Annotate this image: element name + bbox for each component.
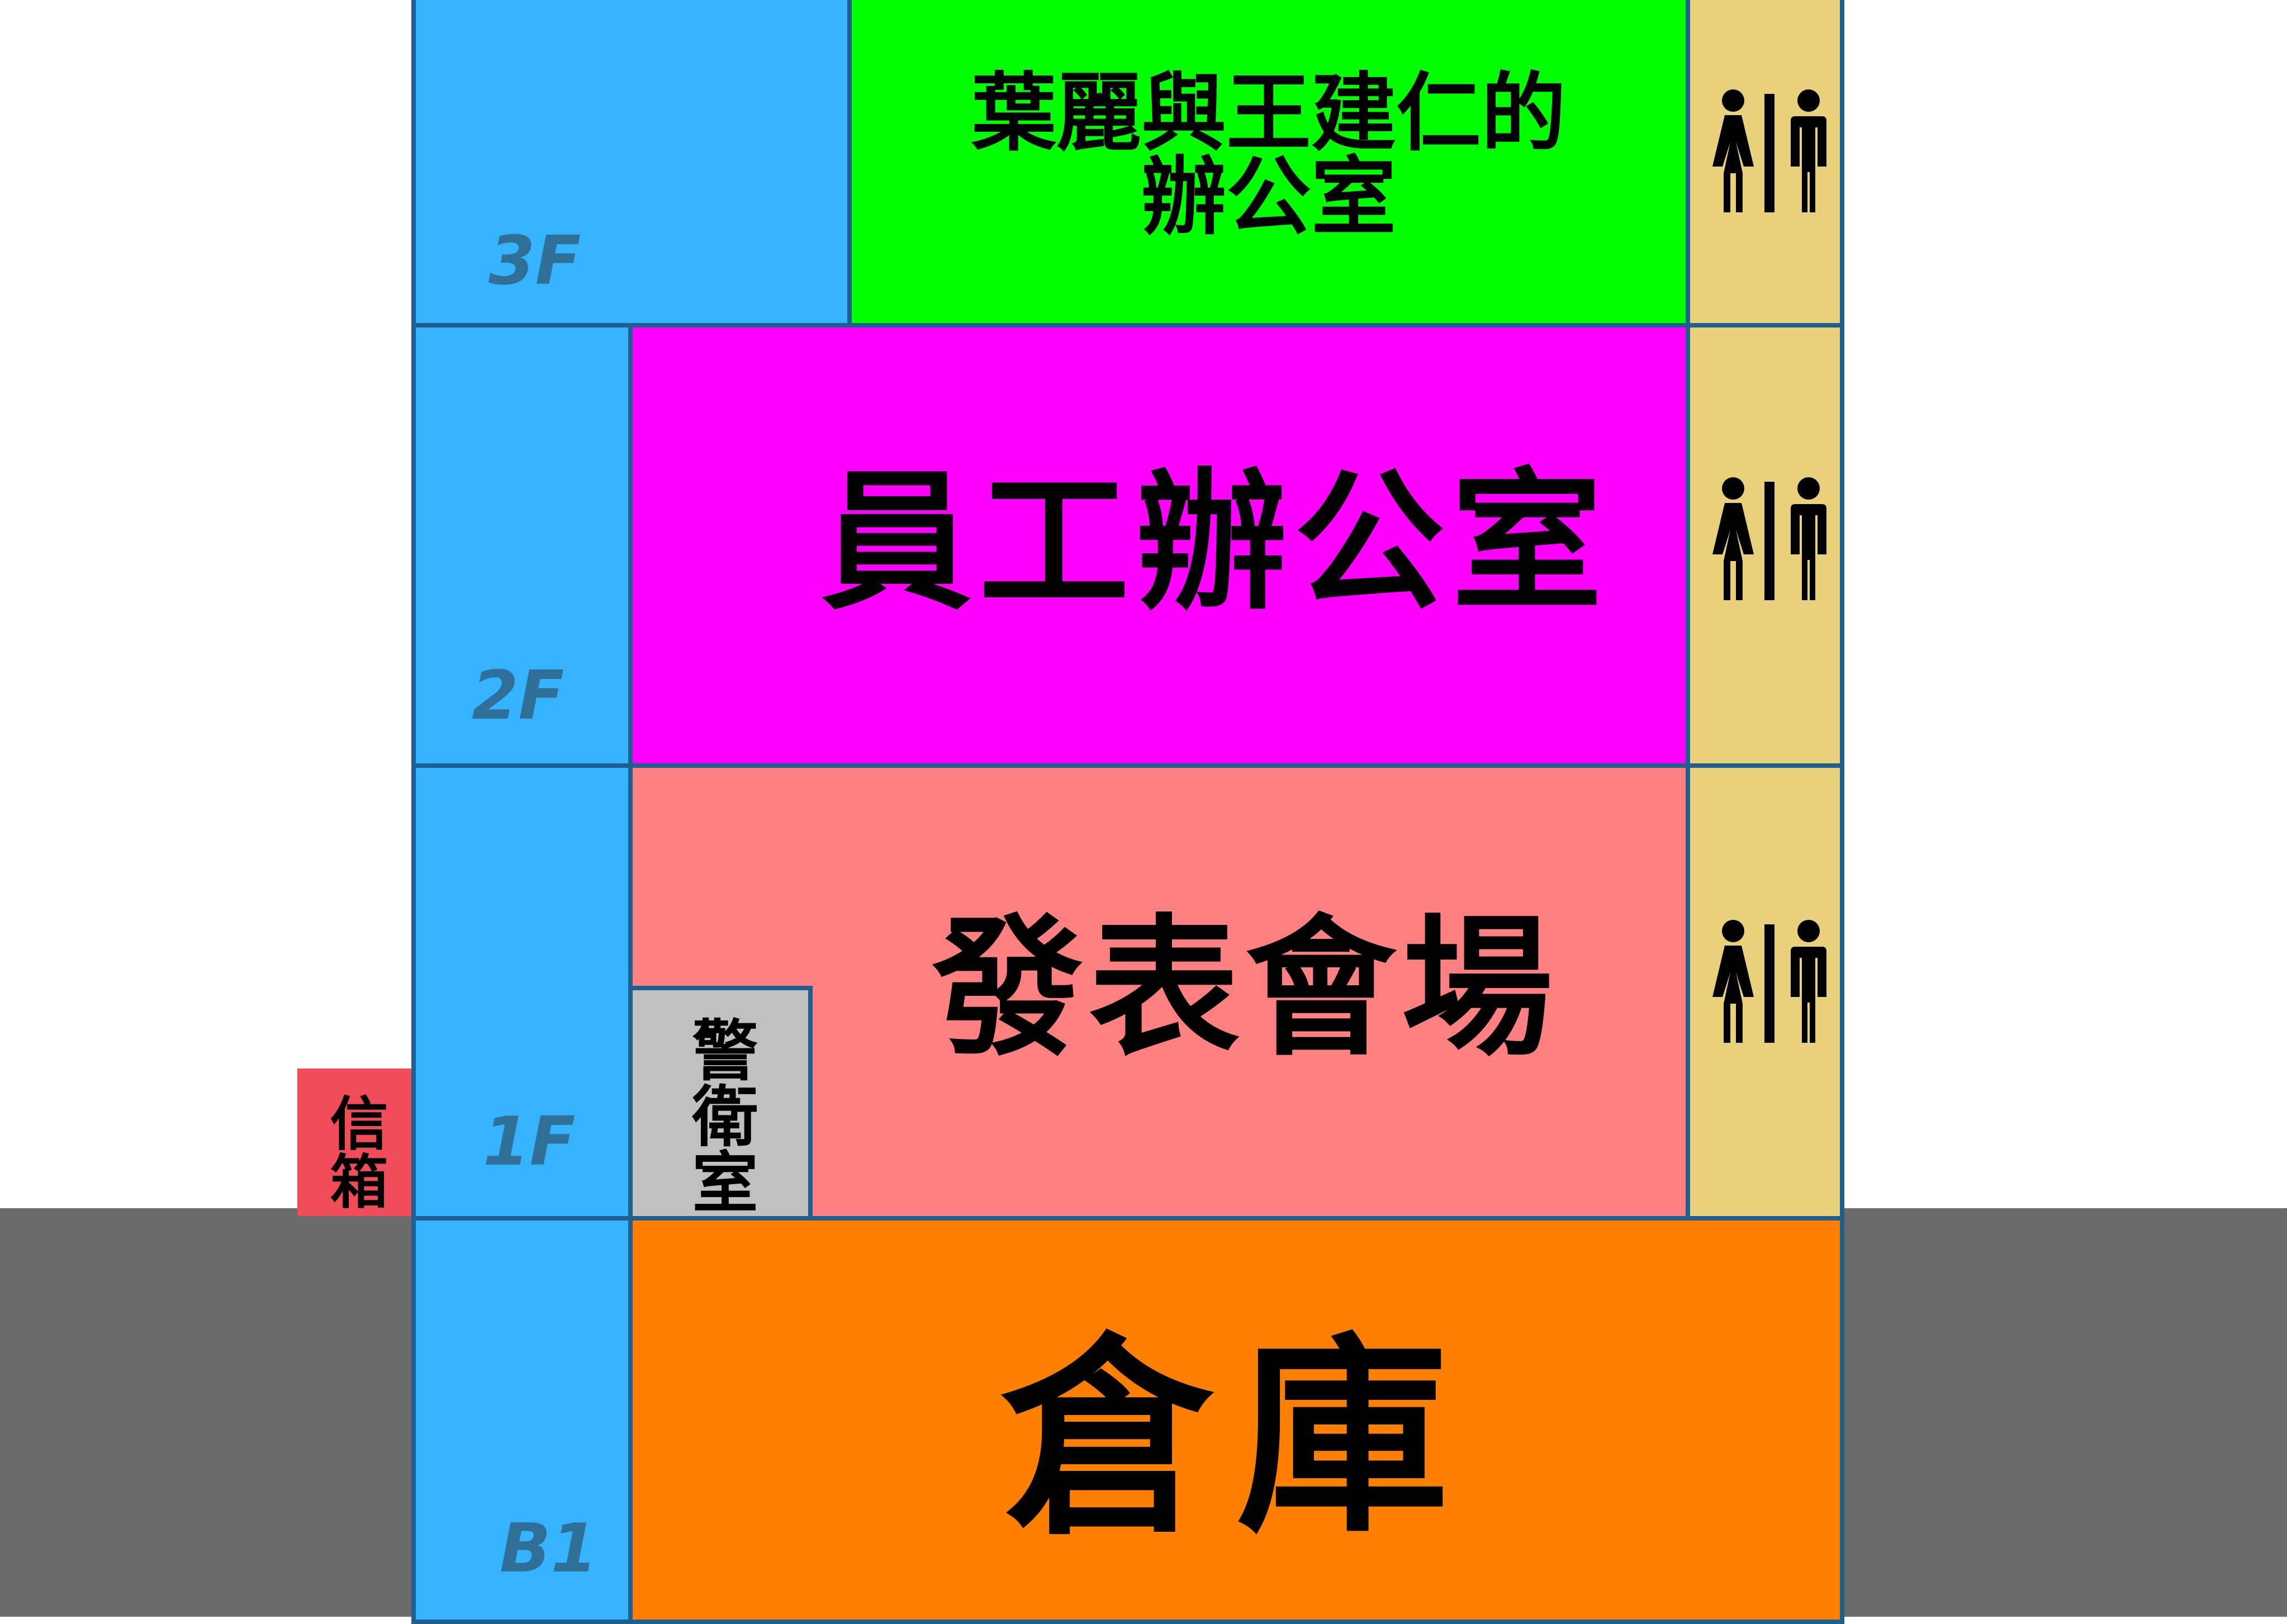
- room-2f-label: 員工辦公室: [821, 454, 1609, 630]
- stairwell-b1: B1: [411, 1216, 633, 1624]
- stairwell-2f: 2F: [411, 323, 633, 768]
- stairwell-3f: 3F: [411, 0, 852, 327]
- restroom-3f: [1686, 0, 1844, 327]
- guard-room-label: 警衛室: [681, 1016, 758, 1214]
- restroom-2f: [1686, 323, 1844, 768]
- restroom-icon: [1712, 89, 1826, 212]
- room-3f-office: 葉麗與王建仁的 辦公室: [847, 0, 1690, 327]
- room-2f-office: 員工辦公室: [628, 323, 1690, 768]
- room-b1-label: 倉庫: [1002, 1314, 1471, 1562]
- floor-label-2f: 2F: [472, 657, 564, 735]
- floor-label-3f: 3F: [488, 222, 581, 300]
- room-3f-label: 葉麗與王建仁的 辦公室: [971, 64, 1566, 246]
- room-1f-label: 發表會場: [932, 900, 1558, 1076]
- restroom-icon: [1712, 920, 1826, 1043]
- floor-label-b1: B1: [500, 1510, 597, 1588]
- room-b1-warehouse: 倉庫: [628, 1216, 1844, 1624]
- room-1f-guard: 警衛室: [628, 986, 813, 1221]
- stairwell-1f: 1F: [411, 763, 633, 1221]
- floor-label-1f: 1F: [483, 1103, 576, 1181]
- restroom-icon: [1712, 477, 1826, 600]
- restroom-1f: [1686, 763, 1844, 1221]
- mailbox-label: 信箱: [320, 1093, 388, 1209]
- mailbox: 信箱: [297, 1069, 411, 1216]
